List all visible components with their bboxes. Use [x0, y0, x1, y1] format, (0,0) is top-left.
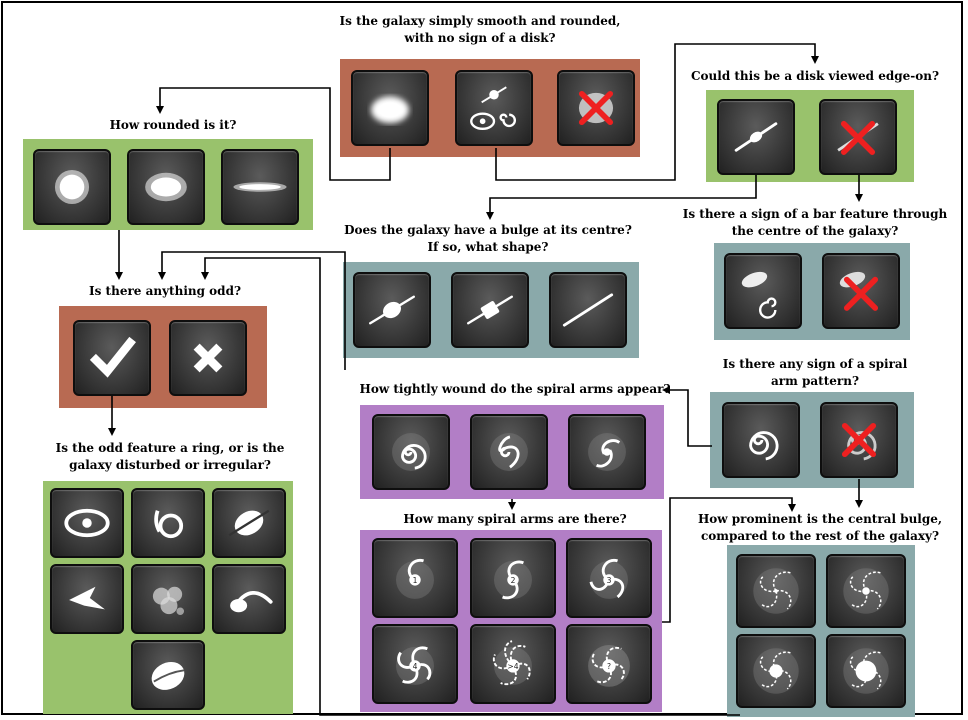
more-than-four-arms-button[interactable]: >4	[470, 624, 556, 704]
odd-no-button[interactable]	[169, 320, 247, 396]
x-mark-icon	[193, 343, 223, 373]
rounded-bulge-icon	[369, 295, 415, 325]
cant-tell-arms-icon: ?	[588, 645, 630, 687]
no-bulge-button[interactable]	[549, 272, 627, 348]
no-bulge-prominence-icon	[753, 568, 799, 614]
boxy-bulge-icon	[467, 295, 513, 325]
spiral-yes-icon	[749, 431, 779, 461]
arm-count-label-more: >4	[507, 662, 518, 671]
dust-lane-button[interactable]	[212, 488, 286, 558]
obvious-bulge-button[interactable]	[736, 634, 816, 708]
bar-no-icon	[839, 271, 879, 311]
question-arms: How many spiral arms are there?	[403, 512, 627, 526]
just-noticeable-bulge-button[interactable]	[826, 554, 906, 628]
bar-yes-icon	[741, 271, 777, 319]
completely-round-icon	[54, 169, 90, 205]
two-arms-button[interactable]: 2	[470, 538, 556, 618]
other-icon	[152, 586, 185, 616]
one-arm-icon: 1	[396, 558, 434, 599]
bar-no-button[interactable]	[822, 253, 900, 329]
obvious-bulge-icon	[753, 648, 799, 694]
in-between-icon	[145, 172, 187, 202]
smooth-galaxy-icon	[371, 96, 409, 124]
three-arms-button[interactable]: 3	[566, 538, 652, 618]
question-wound: How tightly wound do the spiral arms app…	[359, 382, 671, 396]
cigar-shaped-icon	[233, 182, 287, 192]
two-arms-icon: 2	[494, 560, 532, 600]
dust-lane-icon	[228, 509, 270, 537]
tight-wound-button[interactable]	[372, 414, 450, 490]
rounded-bulge-button[interactable]	[353, 272, 431, 348]
arm-count-label-4: 4	[413, 662, 418, 671]
just-noticeable-bulge-icon	[843, 568, 889, 614]
question-prominence: How prominent is the central bulge,compa…	[697, 512, 943, 543]
four-arms-button[interactable]: 4	[372, 624, 458, 704]
bar-yes-button[interactable]	[724, 253, 802, 329]
disturbed-icon	[151, 661, 185, 690]
cant-tell-arms-button[interactable]: ?	[566, 624, 652, 704]
question-edgeon: Could this be a disk viewed edge-on?	[690, 69, 939, 83]
ring-button[interactable]	[50, 488, 124, 558]
features-disk-icon	[470, 86, 516, 131]
medium-wound-icon	[490, 433, 528, 471]
edge-on-yes-button[interactable]	[717, 99, 795, 175]
irregular-icon	[69, 586, 105, 610]
star-artifact-button[interactable]	[557, 70, 635, 146]
in-between-button[interactable]	[127, 149, 205, 225]
tight-wound-icon	[392, 433, 430, 471]
irregular-button[interactable]	[50, 564, 124, 634]
arm-count-label-2: 2	[511, 576, 516, 585]
arm-count-label-3: 3	[607, 576, 612, 585]
edge-on-yes-icon	[734, 122, 778, 152]
arm-count-label-1: 1	[413, 576, 418, 585]
merger-icon	[230, 590, 273, 613]
question-odd: Is there anything odd?	[89, 284, 241, 298]
disturbed-button[interactable]	[131, 640, 205, 710]
question-bar: Is there a sign of a bar feature through…	[682, 207, 948, 238]
edge-on-no-button[interactable]	[819, 99, 897, 175]
completely-round-button[interactable]	[33, 149, 111, 225]
question-rounded: How rounded is it?	[109, 118, 237, 132]
three-arms-icon: 3	[589, 558, 628, 599]
star-artifact-icon	[578, 90, 614, 126]
lens-arc-icon	[154, 510, 184, 539]
ring-icon	[64, 508, 110, 538]
question-bulge-shape: Does the galaxy have a bulge at its cent…	[344, 223, 632, 254]
spiral-yes-button[interactable]	[722, 402, 800, 478]
arm-count-label-unknown: ?	[607, 662, 611, 671]
dominant-bulge-button[interactable]	[826, 634, 906, 708]
question-smooth: Is the galaxy simply smooth and rounded,…	[339, 14, 621, 45]
no-bulge-prominence-button[interactable]	[736, 554, 816, 628]
dominant-bulge-icon	[843, 648, 889, 694]
other-button[interactable]	[131, 564, 205, 634]
one-arm-button[interactable]: 1	[372, 538, 458, 618]
more-than-four-arms-icon: >4	[492, 640, 532, 686]
loose-wound-icon	[588, 433, 626, 471]
smooth-galaxy-button[interactable]	[351, 70, 429, 146]
spiral-no-button[interactable]	[820, 402, 898, 478]
lens-arc-button[interactable]	[131, 488, 205, 558]
features-disk-button[interactable]	[455, 70, 533, 146]
merger-button[interactable]	[212, 564, 286, 634]
cigar-shaped-button[interactable]	[221, 149, 299, 225]
no-bulge-icon	[562, 293, 614, 327]
spiral-no-icon	[841, 422, 877, 461]
boxy-bulge-button[interactable]	[451, 272, 529, 348]
four-arms-icon: 4	[396, 646, 434, 685]
medium-wound-button[interactable]	[470, 414, 548, 490]
loose-wound-button[interactable]	[568, 414, 646, 490]
edge-on-no-icon	[837, 120, 879, 155]
odd-yes-button[interactable]	[73, 320, 151, 396]
checkmark-icon	[89, 336, 136, 378]
